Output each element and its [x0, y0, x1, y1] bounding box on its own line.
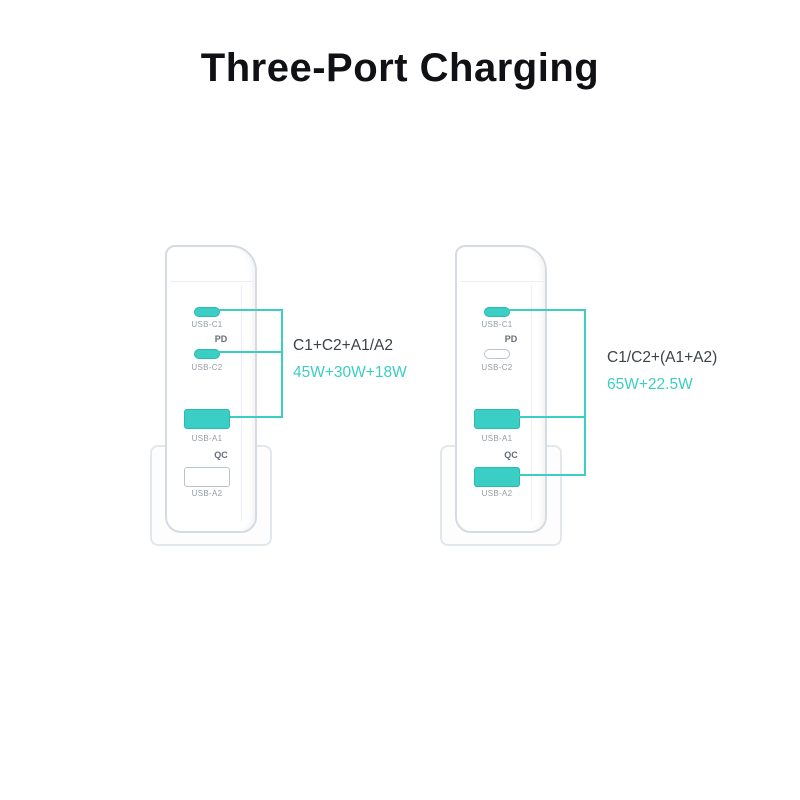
usb-a2-port [184, 467, 230, 487]
qc-label: QC [504, 450, 518, 460]
usb-c2-label: USB-C2 [191, 363, 223, 372]
usb-c1-label: USB-C1 [481, 320, 513, 329]
connector-line-vertical [281, 309, 283, 418]
charger-right-body: USB-C1 PD USB-C2 USB-A1 QC USB-A2 [455, 245, 547, 533]
charger-left: USB-C1 PD USB-C2 USB-A1 QC USB-A2 [150, 245, 285, 555]
connector-line-vertical [584, 309, 586, 476]
connector-line-a1 [230, 416, 282, 418]
pd-label: PD [214, 334, 228, 344]
connector-line-a1 [518, 416, 585, 418]
usb-a1-port [184, 409, 230, 429]
usb-c1-label: USB-C1 [191, 320, 223, 329]
usb-a2-port [474, 467, 520, 487]
connector-line-c1 [218, 309, 282, 311]
pd-label: PD [504, 334, 518, 344]
usb-a1-label: USB-A1 [481, 434, 513, 443]
annotation-right-combo: C1/C2+(A1+A2) [607, 349, 718, 366]
qc-label: QC [214, 450, 228, 460]
body-seam-horizontal [170, 281, 254, 282]
annotation-left: C1+C2+A1/A2 45W+30W+18W [293, 332, 407, 386]
body-seam-vertical [241, 285, 242, 521]
usb-c2-port [484, 349, 510, 359]
usb-a1-port [474, 409, 520, 429]
annotation-right: C1/C2+(A1+A2) 65W+22.5W [607, 344, 717, 398]
usb-a2-label: USB-A2 [191, 489, 223, 498]
annotation-right-power: 65W+22.5W [607, 376, 693, 393]
connector-line-a2 [518, 474, 585, 476]
usb-a2-label: USB-A2 [481, 489, 513, 498]
usb-c2-label: USB-C2 [481, 363, 513, 372]
connector-line-c1 [508, 309, 585, 311]
usb-c1-port [484, 307, 510, 317]
body-seam-horizontal [460, 281, 544, 282]
usb-a1-label: USB-A1 [191, 434, 223, 443]
usb-c2-port [194, 349, 220, 359]
page-title: Three-Port Charging [200, 46, 600, 90]
connector-line-c2 [218, 351, 282, 353]
annotation-left-combo: C1+C2+A1/A2 [293, 337, 393, 354]
body-seam-vertical [531, 285, 532, 521]
annotation-left-power: 45W+30W+18W [293, 364, 407, 381]
charger-right: USB-C1 PD USB-C2 USB-A1 QC USB-A2 [440, 245, 575, 555]
usb-c1-port [194, 307, 220, 317]
charger-left-body: USB-C1 PD USB-C2 USB-A1 QC USB-A2 [165, 245, 257, 533]
